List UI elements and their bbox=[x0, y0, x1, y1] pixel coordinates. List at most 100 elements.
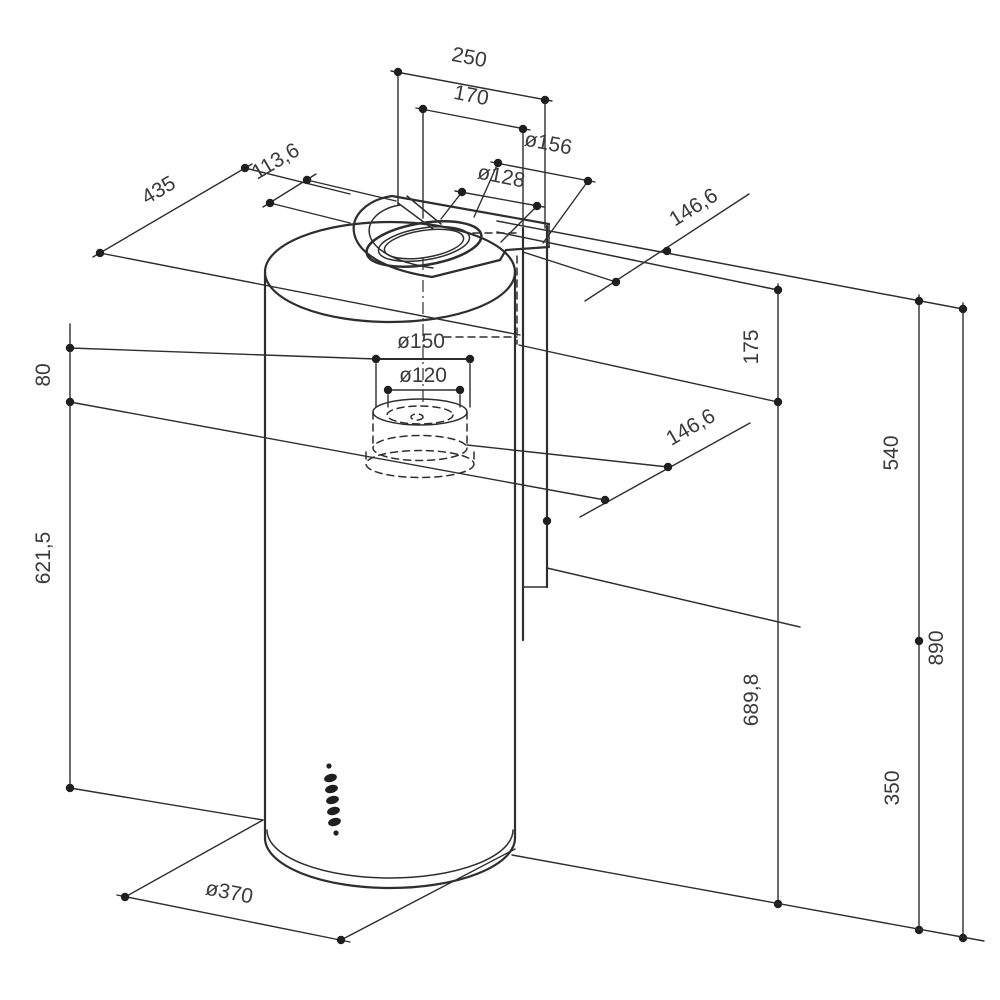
control-buttons bbox=[324, 763, 341, 836]
dim-dot bbox=[663, 462, 673, 472]
dim-line-170 bbox=[415, 107, 531, 131]
dim-dot bbox=[336, 935, 346, 945]
dim-dot bbox=[95, 248, 105, 258]
dimension-label-250: 250 bbox=[450, 43, 489, 72]
ext-line bbox=[522, 251, 617, 283]
dimension-146-6-top: 146,6 bbox=[522, 184, 750, 302]
dim-line-250 bbox=[390, 70, 553, 102]
ext-line bbox=[124, 819, 264, 898]
dim-dot bbox=[65, 783, 75, 793]
ext-line bbox=[69, 401, 606, 501]
dimension-label-dia128: ø128 bbox=[476, 161, 527, 193]
ext-line bbox=[466, 444, 669, 468]
dimension-label-175: 175 bbox=[740, 329, 763, 364]
dimension-label-621-5: 621,5 bbox=[32, 532, 55, 585]
dimension-435: 435 bbox=[92, 163, 521, 336]
dim-dot bbox=[773, 285, 783, 295]
dim-dot bbox=[914, 925, 924, 935]
right-ruler-outer: 890 bbox=[925, 302, 968, 943]
ext-line bbox=[340, 848, 516, 941]
dim-line-435 bbox=[92, 163, 253, 258]
dim-dot bbox=[540, 95, 550, 105]
ext-line bbox=[542, 180, 589, 244]
dim-dot bbox=[583, 176, 593, 186]
dimension-label-113-6: 113,6 bbox=[248, 139, 304, 185]
dim-dot bbox=[457, 187, 467, 197]
wall-top-edge-near bbox=[496, 231, 779, 291]
dim-dot bbox=[302, 175, 312, 185]
inner-duct-dashed bbox=[365, 258, 475, 479]
dimension-146-6-mid: 146,6 bbox=[466, 404, 751, 518]
ext-line bbox=[440, 191, 463, 220]
button-3 bbox=[326, 795, 339, 805]
ext-line bbox=[69, 347, 377, 360]
dim-dot bbox=[65, 397, 75, 407]
left-ruler: 80 621,5 bbox=[32, 323, 606, 821]
dim-dot bbox=[265, 198, 275, 208]
dimension-label-80: 80 bbox=[32, 363, 55, 386]
dim-dot bbox=[914, 296, 924, 306]
dimension-label-540: 540 bbox=[880, 435, 903, 470]
dimension-label-146-6-mid: 146,6 bbox=[662, 404, 719, 450]
duct-top-inner-ellipse bbox=[386, 405, 454, 425]
duct-bottom-ellipse bbox=[365, 449, 475, 479]
bracket-bottom-edge bbox=[430, 245, 551, 279]
dim-dot bbox=[371, 354, 381, 364]
dim-dot bbox=[662, 246, 672, 256]
wall-mount-point bbox=[542, 516, 552, 526]
ext-line bbox=[269, 202, 351, 224]
dimension-label-170: 170 bbox=[452, 81, 491, 110]
button-4 bbox=[327, 806, 340, 816]
dim-line-dia370 bbox=[116, 894, 351, 943]
button-1 bbox=[324, 773, 337, 783]
dim-dot bbox=[383, 385, 393, 395]
dimension-label-890: 890 bbox=[925, 630, 948, 665]
cylinder-bottom-rim-inner bbox=[266, 829, 514, 879]
floor-baseline bbox=[511, 854, 985, 942]
cylinder-body bbox=[263, 220, 517, 890]
ext-line bbox=[244, 167, 351, 195]
button-2 bbox=[325, 784, 338, 794]
duct-top-ellipse bbox=[372, 398, 468, 426]
dimension-dia-370: ø370 bbox=[116, 819, 516, 945]
dim-line-dia156 bbox=[490, 161, 596, 183]
right-ruler-middle: 540 350 bbox=[880, 294, 924, 935]
wall-floor-edge bbox=[546, 567, 801, 628]
dimension-label-dia370: ø370 bbox=[204, 877, 255, 909]
dim-dot bbox=[455, 385, 465, 395]
dim-dot bbox=[611, 277, 621, 287]
dim-line-dia128 bbox=[454, 190, 545, 208]
button-5 bbox=[328, 817, 341, 827]
ext-line bbox=[99, 252, 521, 336]
cylinder-bottom-rim bbox=[263, 836, 517, 890]
ext-line bbox=[518, 344, 779, 403]
wall-top-edge-far bbox=[496, 220, 964, 310]
bracket-top-edge bbox=[390, 194, 551, 226]
dim-dot bbox=[393, 67, 403, 77]
bracket-left-cap-outer bbox=[352, 194, 434, 279]
dimension-label-146-6-top: 146,6 bbox=[665, 184, 722, 231]
bracket-left-cap-inner bbox=[368, 204, 434, 269]
bracket-slot-line-1 bbox=[406, 195, 442, 225]
dim-dot bbox=[518, 124, 528, 134]
duct-center-mark bbox=[410, 413, 424, 421]
ext-line bbox=[473, 162, 499, 218]
dim-dot bbox=[65, 343, 75, 353]
dimension-113-6: 113,6 bbox=[248, 139, 397, 224]
dim-dot bbox=[958, 933, 968, 943]
dimension-dia-120: ø120 bbox=[383, 364, 465, 408]
dim-dot bbox=[418, 104, 428, 114]
dimension-label-dia120: ø120 bbox=[399, 364, 447, 387]
ext-line bbox=[500, 205, 538, 243]
dimension-label-689-8: 689,8 bbox=[740, 674, 763, 727]
wall-bracket bbox=[443, 220, 964, 642]
dim-dot bbox=[240, 163, 250, 173]
dimension-dia-150: ø150 bbox=[371, 330, 475, 408]
button-dot-bottom bbox=[333, 830, 339, 836]
bracket-slot-line-2 bbox=[397, 202, 434, 230]
dim-dot bbox=[532, 201, 542, 211]
cylinder-top-rim bbox=[263, 220, 517, 324]
right-ruler-inner: 175 689,8 bbox=[518, 283, 783, 909]
